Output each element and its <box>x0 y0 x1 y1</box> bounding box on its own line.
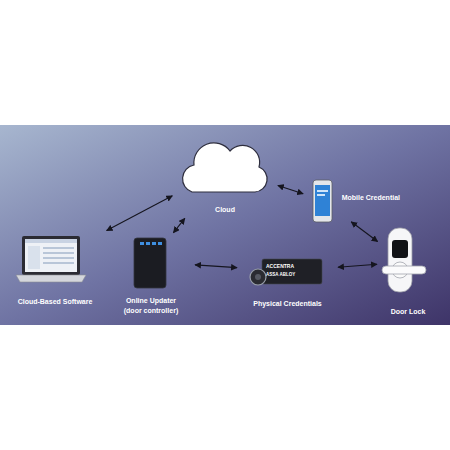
door-lock-icon <box>382 228 426 292</box>
background-band <box>0 125 450 325</box>
controller-node: Online Updater(door controller) <box>110 235 192 317</box>
node-label: Online Updater <box>126 296 176 305</box>
cloud-node: Cloud <box>175 138 275 216</box>
node-label: Physical Credentials <box>253 299 321 308</box>
connector-arrow <box>173 218 184 232</box>
node-label: Cloud <box>215 205 235 214</box>
lock-node: Door Lock <box>380 226 436 318</box>
mobile-node: Mobile Credential <box>306 176 402 220</box>
connector-arrow <box>338 264 377 267</box>
phone-icon <box>313 180 332 222</box>
cloud-icon <box>183 143 268 192</box>
card-print: ACCENTRA <box>266 264 294 269</box>
credential-card-icon <box>250 259 322 285</box>
node-label: (door controller) <box>124 306 178 315</box>
connector-arrow <box>278 185 303 193</box>
node-label: Door Lock <box>391 307 426 316</box>
laptop-icon <box>16 236 86 282</box>
software-node: Cloud-Based Software <box>5 232 105 308</box>
node-label: Mobile Credential <box>342 193 400 202</box>
card-print: ASSA ABLOY <box>266 273 295 278</box>
connector-arrow <box>195 265 237 268</box>
connector-arrow <box>351 222 377 242</box>
node-label: Cloud-Based Software <box>18 297 93 306</box>
door-controller-icon <box>134 238 166 288</box>
connector-arrow <box>107 196 173 231</box>
